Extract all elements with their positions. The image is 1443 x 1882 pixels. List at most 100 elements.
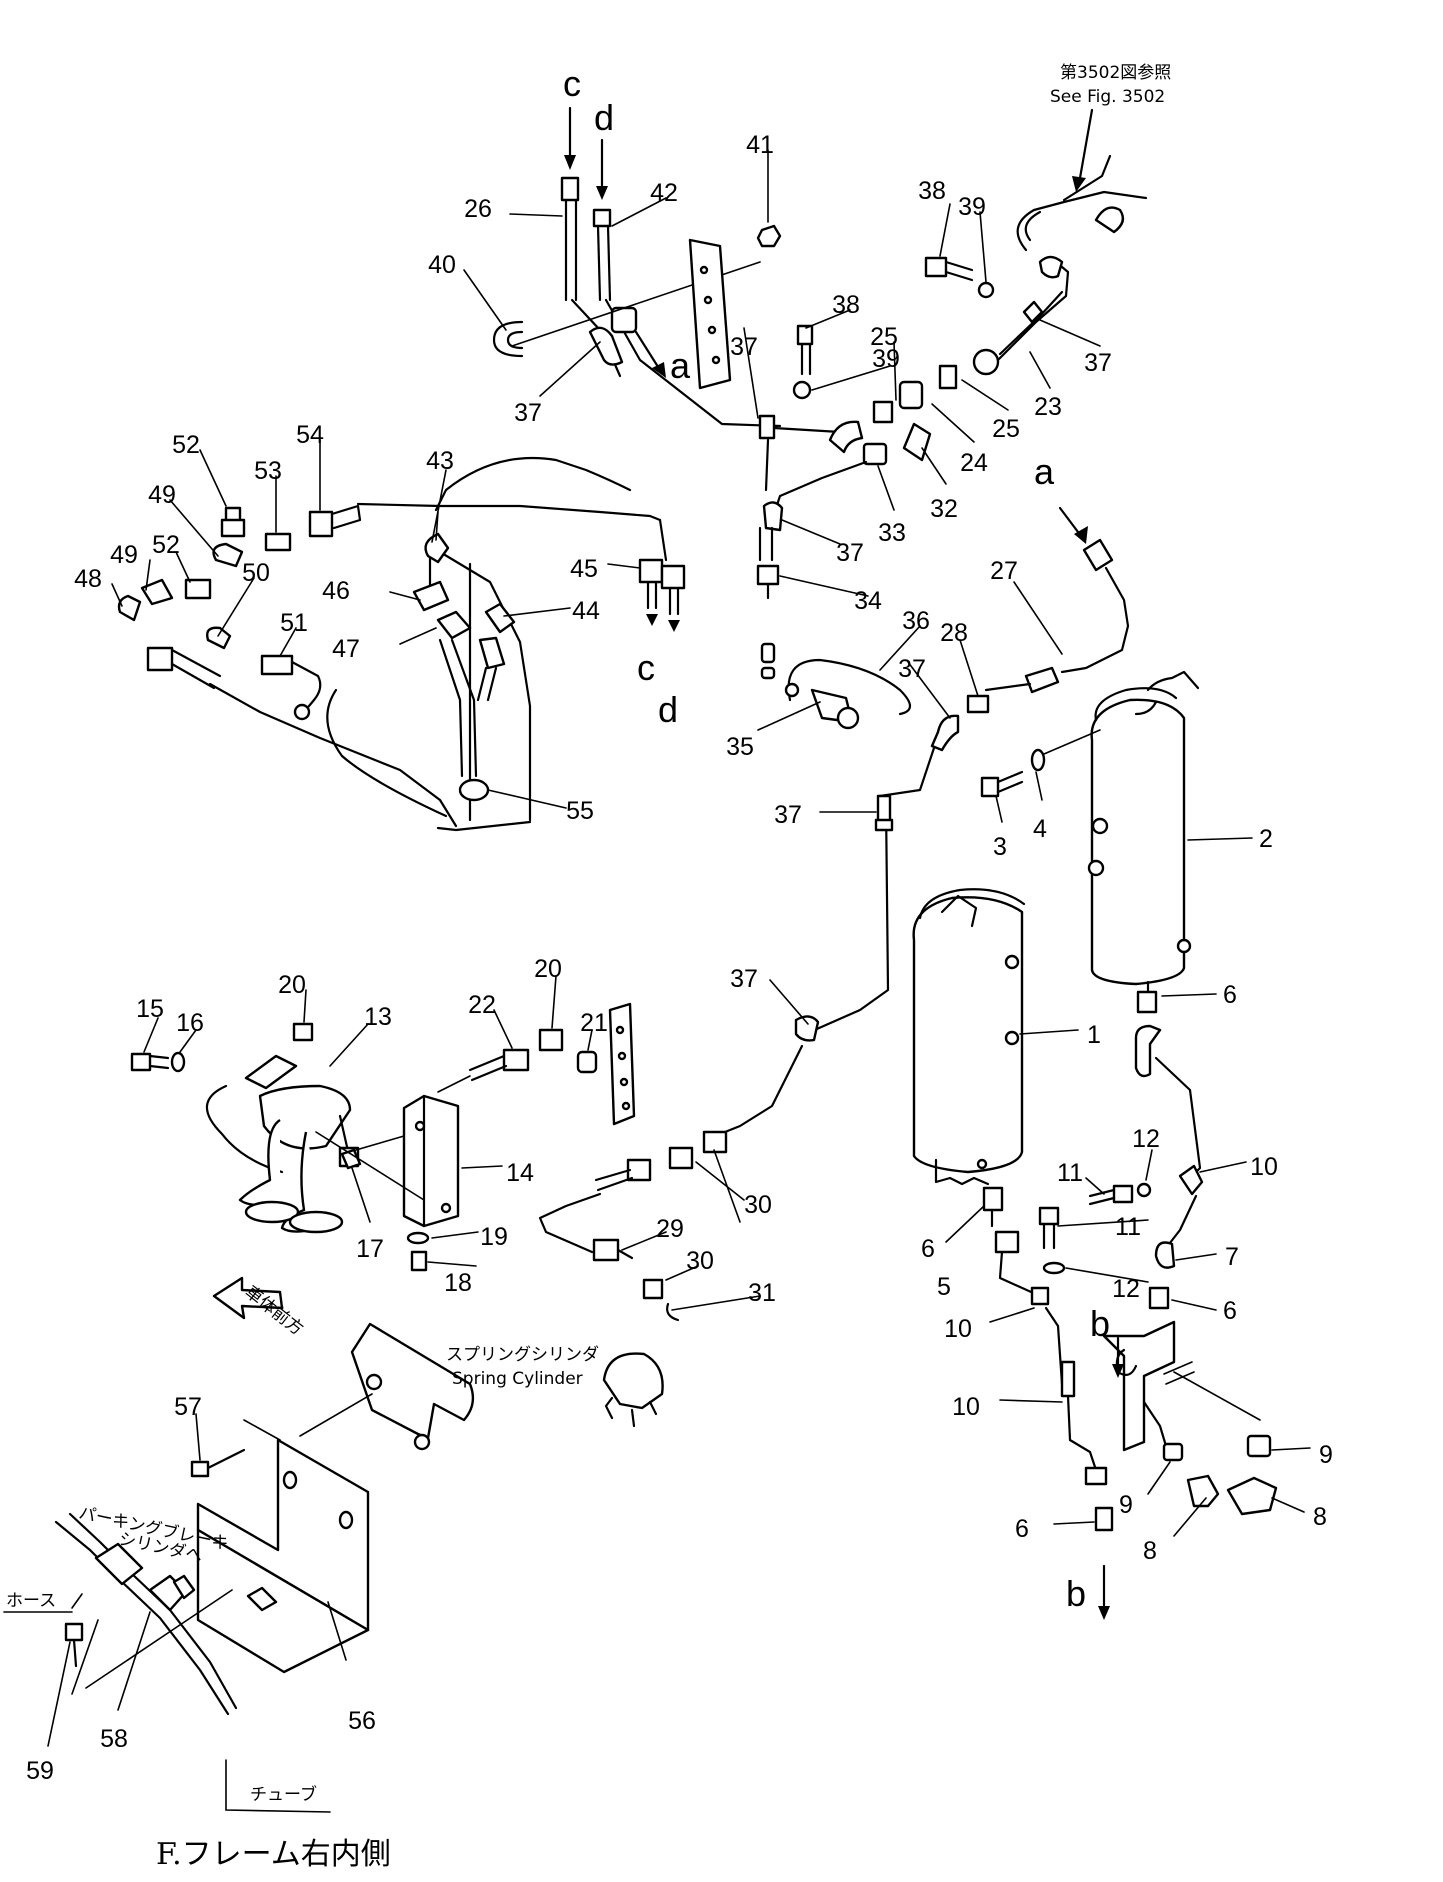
spring-cylinder-jp: スプリングシリンダ	[446, 1345, 599, 1365]
hose-27-28	[538, 506, 1130, 1322]
callout-38: 38	[832, 291, 860, 319]
callout-7: 7	[1225, 1243, 1239, 1271]
callout-10: 10	[952, 1393, 980, 1421]
callout-54: 54	[296, 421, 324, 449]
callout-36: 36	[902, 607, 930, 635]
callout-28: 28	[940, 619, 968, 647]
callout-26: 26	[464, 195, 492, 223]
callout-13: 13	[364, 1003, 392, 1031]
connector-c: c	[637, 647, 655, 688]
callout-38: 38	[918, 177, 946, 205]
connector-d: d	[594, 97, 614, 138]
callout-20: 20	[534, 955, 562, 983]
air-tank-2	[1087, 670, 1200, 998]
callout-9: 9	[1119, 1491, 1133, 1519]
tube-label: チューブ	[250, 1784, 317, 1805]
callout-52: 52	[172, 431, 200, 459]
callout-55: 55	[566, 797, 594, 825]
connector-d: d	[658, 689, 678, 730]
brake-valve-assembly	[117, 456, 686, 832]
callout-56: 56	[348, 1707, 376, 1735]
callout-25: 25	[992, 415, 1020, 443]
connector-a: a	[670, 345, 691, 386]
callout-19: 19	[480, 1223, 508, 1251]
air-tank-1	[912, 888, 1026, 1186]
callout-40: 40	[428, 251, 456, 279]
callout-37: 37	[514, 399, 542, 427]
callout-37: 37	[898, 655, 926, 683]
callout-10: 10	[1250, 1153, 1278, 1181]
callout-58: 58	[100, 1725, 128, 1753]
callout-53: 53	[254, 457, 282, 485]
callout-48: 48	[74, 565, 102, 593]
frame-inside-label: F.フレーム右内側	[156, 1837, 391, 1872]
see-fig-en: See Fig. 3502	[1050, 87, 1165, 107]
callout-50: 50	[242, 559, 270, 587]
callout-29: 29	[656, 1215, 684, 1243]
callout-1: 1	[1087, 1021, 1101, 1049]
callout-18: 18	[444, 1269, 472, 1297]
callout-31: 31	[748, 1279, 776, 1307]
callout-37: 37	[774, 801, 802, 829]
callout-41: 41	[746, 131, 774, 159]
callout-2: 2	[1259, 825, 1273, 853]
spring-cylinder-en: Spring Cylinder	[452, 1369, 583, 1389]
connector-b: b	[1066, 1573, 1086, 1614]
callout-37: 37	[730, 965, 758, 993]
bracket-56	[54, 1322, 475, 1716]
horn-assembly	[130, 1002, 636, 1272]
callout-10: 10	[944, 1315, 972, 1343]
connector-b: b	[1090, 1303, 1110, 1344]
callout-23: 23	[1034, 393, 1062, 421]
callout-22: 22	[468, 991, 496, 1019]
bolt-3-washer-4	[980, 729, 1101, 798]
callout-51: 51	[280, 609, 308, 637]
callout-32: 32	[930, 495, 958, 523]
callout-59: 59	[26, 1757, 54, 1785]
connector-c: c	[563, 63, 581, 104]
callout-30: 30	[686, 1247, 714, 1275]
callout-49: 49	[110, 541, 138, 569]
callout-3: 3	[993, 833, 1007, 861]
callout-20: 20	[278, 971, 306, 999]
callout-15: 15	[136, 995, 164, 1023]
see-fig-jp: 第3502図参照	[1060, 63, 1171, 83]
callout-11: 11	[1115, 1213, 1141, 1241]
callout-35: 35	[726, 733, 754, 761]
upper-valve-assembly	[492, 106, 1148, 730]
callout-47: 47	[332, 635, 360, 663]
callout-16: 16	[176, 1009, 204, 1037]
callout-37: 37	[836, 539, 864, 567]
callout-6: 6	[1223, 1297, 1237, 1325]
front-direction-arrow	[212, 1276, 284, 1320]
callout-34: 34	[854, 587, 882, 615]
callout-6: 6	[1015, 1515, 1029, 1543]
spring-cylinder	[602, 1352, 664, 1428]
callout-25: 25	[870, 323, 898, 351]
callout-49: 49	[148, 481, 176, 509]
callout-11: 11	[1057, 1159, 1083, 1187]
callout-4: 4	[1033, 815, 1047, 843]
callout-57: 57	[174, 1393, 202, 1421]
callout-43: 43	[426, 447, 454, 475]
callout-39: 39	[958, 193, 986, 221]
callout-45: 45	[570, 555, 598, 583]
callout-44: 44	[572, 597, 600, 625]
leader-lines	[47, 149, 1311, 1747]
callout-8: 8	[1313, 1503, 1327, 1531]
callout-8: 8	[1143, 1537, 1157, 1565]
callout-42: 42	[650, 179, 678, 207]
callout-37: 37	[730, 333, 758, 361]
callout-6: 6	[921, 1235, 935, 1263]
callout-14: 14	[506, 1159, 534, 1187]
callout-17: 17	[356, 1235, 384, 1263]
callout-33: 33	[878, 519, 906, 547]
callout-21: 21	[580, 1009, 608, 1037]
callout-12: 12	[1112, 1275, 1140, 1303]
callout-24: 24	[960, 449, 988, 477]
connector-a: a	[1034, 451, 1055, 492]
